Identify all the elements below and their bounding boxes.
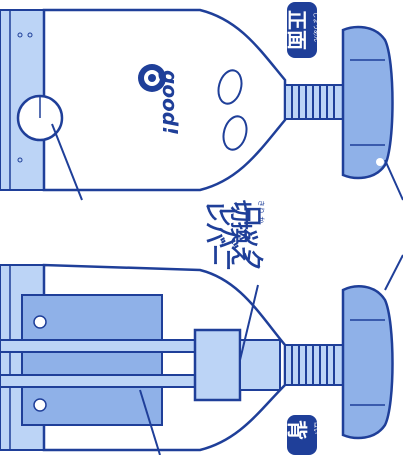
bottle-window (217, 69, 243, 105)
front-spring (284, 84, 344, 120)
leader-line-clip (139, 389, 161, 455)
back-ruby: はい (312, 422, 319, 435)
front-badge (287, 2, 317, 58)
lock-lever-label-2: レバー (214, 205, 239, 272)
leader-line-lock (239, 284, 259, 361)
front-cap (341, 25, 394, 180)
leader-line-switch (51, 123, 83, 201)
back-badge (287, 415, 317, 455)
front-ruby: しょうめん (312, 12, 319, 43)
good-logo-text: good! (158, 70, 182, 136)
bottle-window (222, 115, 248, 151)
good-logo (138, 64, 166, 92)
front-label: 正面 (285, 10, 309, 50)
back-label: 背 (285, 420, 309, 440)
back-cap (341, 285, 394, 440)
lock-lever (193, 328, 242, 402)
back-lever-rail (0, 339, 206, 353)
back-lever-rail (0, 374, 206, 388)
back-spring (284, 344, 344, 386)
